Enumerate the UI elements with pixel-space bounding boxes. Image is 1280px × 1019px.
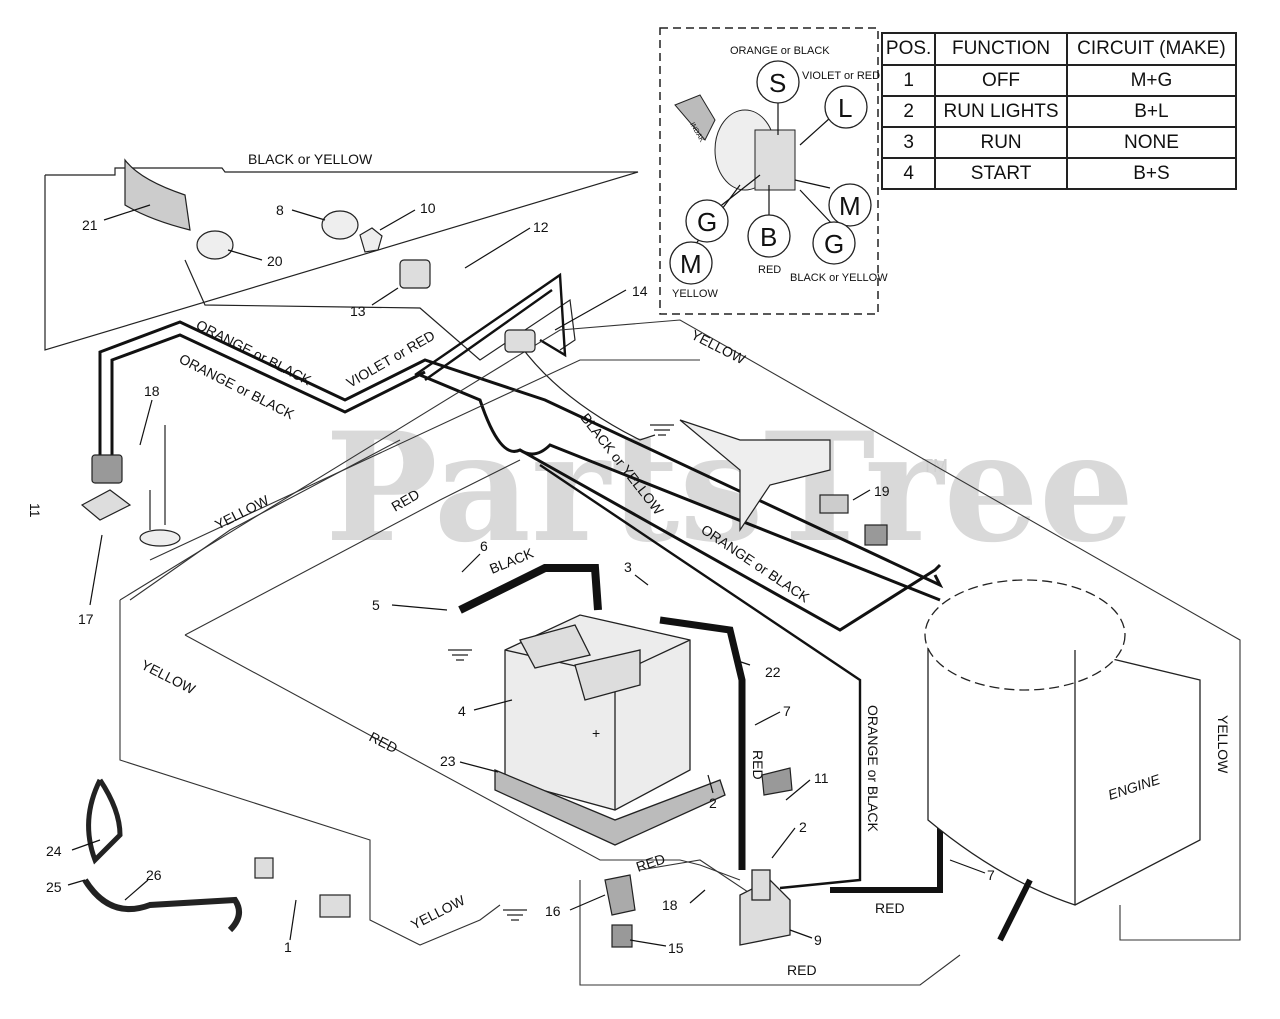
table-row: 4 START B+S [880,157,1238,190]
yellow-harness [119,319,1241,946]
part-number-16: 16 [545,903,561,919]
part-number-2-right: 2 [799,819,807,835]
wire-label-red-5: RED [787,962,817,978]
part-number-7-lower: 7 [987,867,995,883]
cell-circuit: B+S [1065,157,1238,190]
wire-label-red-2: RED [367,728,401,756]
part-number-20: 20 [267,253,283,269]
part-number-2-lower: 2 [709,795,717,811]
cell-function: OFF [934,64,1068,97]
part-number-25: 25 [46,879,62,895]
solenoid [739,869,791,946]
part-number-18-bottom: 18 [662,897,678,913]
cell-circuit: NONE [1065,126,1238,159]
header-pos: POS. [880,32,937,66]
red-harness [184,459,961,986]
wire-label-violet-red: VIOLET or RED [344,327,438,391]
header-function: FUNCTION [934,32,1068,66]
wire-label-red-vertical: RED [750,750,766,780]
part-number-10: 10 [420,200,436,216]
part-number-1: 1 [284,939,292,955]
orange-black-main [539,464,862,890]
part-number-26: 26 [146,867,162,883]
wire-label-black-yellow-top: BLACK or YELLOW [248,151,373,167]
part-number-12: 12 [533,219,549,235]
header-circuit: CIRCUIT (MAKE) [1065,32,1238,66]
part-number-6: 6 [480,538,488,554]
cell-pos: 1 [880,64,937,97]
wire-label-yellow-top: YELLOW [689,326,749,367]
cell-circuit: B+L [1065,95,1238,128]
part-number-11: 11 [814,770,829,786]
orange-black-wire [98,320,944,632]
part-number-13: 13 [350,303,366,319]
cell-circuit: M+G [1065,64,1238,97]
cell-pos: 4 [880,157,937,190]
part-number-19: 19 [874,483,890,499]
part-number-17: 17 [78,611,94,627]
part-number-14: 14 [632,283,648,299]
part-number-22: 22 [765,664,781,680]
violet-red-wire [414,272,567,381]
inset-label-b: RED [758,264,781,276]
cell-function: RUN LIGHTS [934,95,1068,128]
part-number-18-left: 18 [144,383,160,399]
part-number-7-upper: 7 [783,703,791,719]
ground-symbols [448,424,674,921]
battery-plus: + [592,725,600,741]
table-row: 1 OFF M+G [880,64,1238,97]
part-number-9: 9 [814,932,822,948]
wire-label-yellow-lower: YELLOW [139,656,199,697]
part-number-3: 3 [624,559,632,575]
ignition-function-table: POS. FUNCTION CIRCUIT (MAKE) 1 OFF M+G 2… [880,32,1238,190]
inset-label-m: YELLOW [672,288,718,300]
small-parts [80,158,888,948]
cell-function: START [934,157,1068,190]
wire-label-yellow-bottom: YELLOW [408,892,468,933]
terminal-l: L [838,93,852,123]
table-row: 3 RUN NONE [880,126,1238,159]
black-battery-cable [458,564,602,614]
part-number-21: 21 [82,217,98,233]
part-number-5: 5 [372,597,380,613]
ignition-inset: ORANGE or BLACK VIOLET or RED RED BLACK … [659,27,888,315]
terminal-m-right: M [839,191,861,221]
table-row: 2 RUN LIGHTS B+L [880,95,1238,128]
wire-label-red-4: RED [875,900,905,916]
terminal-g-right: G [824,229,844,259]
part-number-callouts: 21 20 8 10 12 13 14 18 17 6 5 3 22 4 7 2… [46,200,995,956]
table-header-row: POS. FUNCTION CIRCUIT (MAKE) [880,32,1238,66]
inset-label-s: ORANGE or BLACK [730,45,830,57]
terminal-b: B [760,222,777,252]
wire-label-orange-black-vertical: ORANGE or BLACK [865,705,881,832]
part-number-4: 4 [458,703,466,719]
red-battery-cable [659,616,943,893]
battery [494,614,726,846]
cell-pos: 2 [880,95,937,128]
terminal-g-left: G [697,207,717,237]
inset-label-g: BLACK or YELLOW [790,272,888,284]
callout-leaders [67,204,986,947]
part-number-8: 8 [276,202,284,218]
part-number-24: 24 [46,843,62,859]
wire-label-yellow-vertical: YELLOW [1215,715,1231,774]
cell-pos: 3 [880,126,937,159]
cell-function: RUN [934,126,1068,159]
wire-label-red-3: RED [634,851,667,875]
part-number-15: 15 [668,940,684,956]
engine [924,579,1201,942]
terminal-m-left: M [680,249,702,279]
inset-label-l: VIOLET or RED [802,70,880,82]
black-yellow-harness [44,167,656,441]
page-number: 11 [27,503,43,518]
terminal-s: S [769,68,786,98]
part-number-23: 23 [440,753,456,769]
